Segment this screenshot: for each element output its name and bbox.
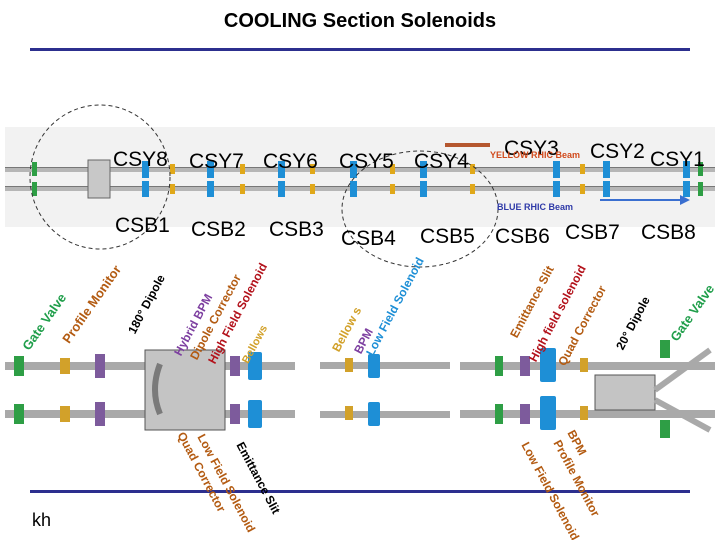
label-csy4: CSY4 [414,150,469,173]
yellow-beam-label: YELLOW RHIC Beam [490,150,581,160]
label-csb1: CSB1 [115,214,170,237]
detail-bellows [60,358,588,422]
label-csb3: CSB3 [269,218,324,241]
label-csb8: CSB8 [641,221,696,244]
label-csb6: CSB6 [495,225,550,248]
page-title: COOLING Section Solenoids [223,10,497,32]
label-csy1: CSY1 [650,148,705,171]
label-csy2: CSY2 [590,140,645,163]
blue-beam-pipe [5,186,715,191]
label-csy8: CSY8 [113,148,168,171]
dipole-20-exit-lower [653,397,712,433]
detail-solenoids [248,348,556,430]
footer-initials: kh [32,510,52,530]
blue-beam-label: BLUE RHIC Beam [497,202,574,212]
dipole-20-exit-upper [653,347,712,393]
detail-gate-valves [14,340,670,438]
overview-dipole-180 [87,159,111,199]
label-csy7: CSY7 [189,150,244,173]
dipole-20-detail [594,374,656,411]
overview-photo [5,127,715,227]
blue-beam-arrowhead [680,195,690,205]
dipole-180-detail [144,349,226,431]
dipole-180-bend [152,362,163,416]
overview-bellows [170,164,585,194]
label-csb2: CSB2 [191,218,246,241]
yellow-beam-pipe [5,167,715,172]
overview-gate-valves [32,162,703,196]
bottom-divider [30,490,690,493]
label-csy6: CSY6 [263,150,318,173]
title-divider [30,48,690,51]
detail-correctors [95,354,530,426]
label-csb5: CSB5 [420,225,475,248]
label-csb4: CSB4 [341,227,396,250]
right-detail-circle [341,150,499,268]
label-csy5: CSY5 [339,150,394,173]
label-csb7: CSB7 [565,221,620,244]
left-detail-circle [29,104,171,250]
label-csy3: CSY3 [504,137,559,160]
overview-solenoids [142,161,690,197]
